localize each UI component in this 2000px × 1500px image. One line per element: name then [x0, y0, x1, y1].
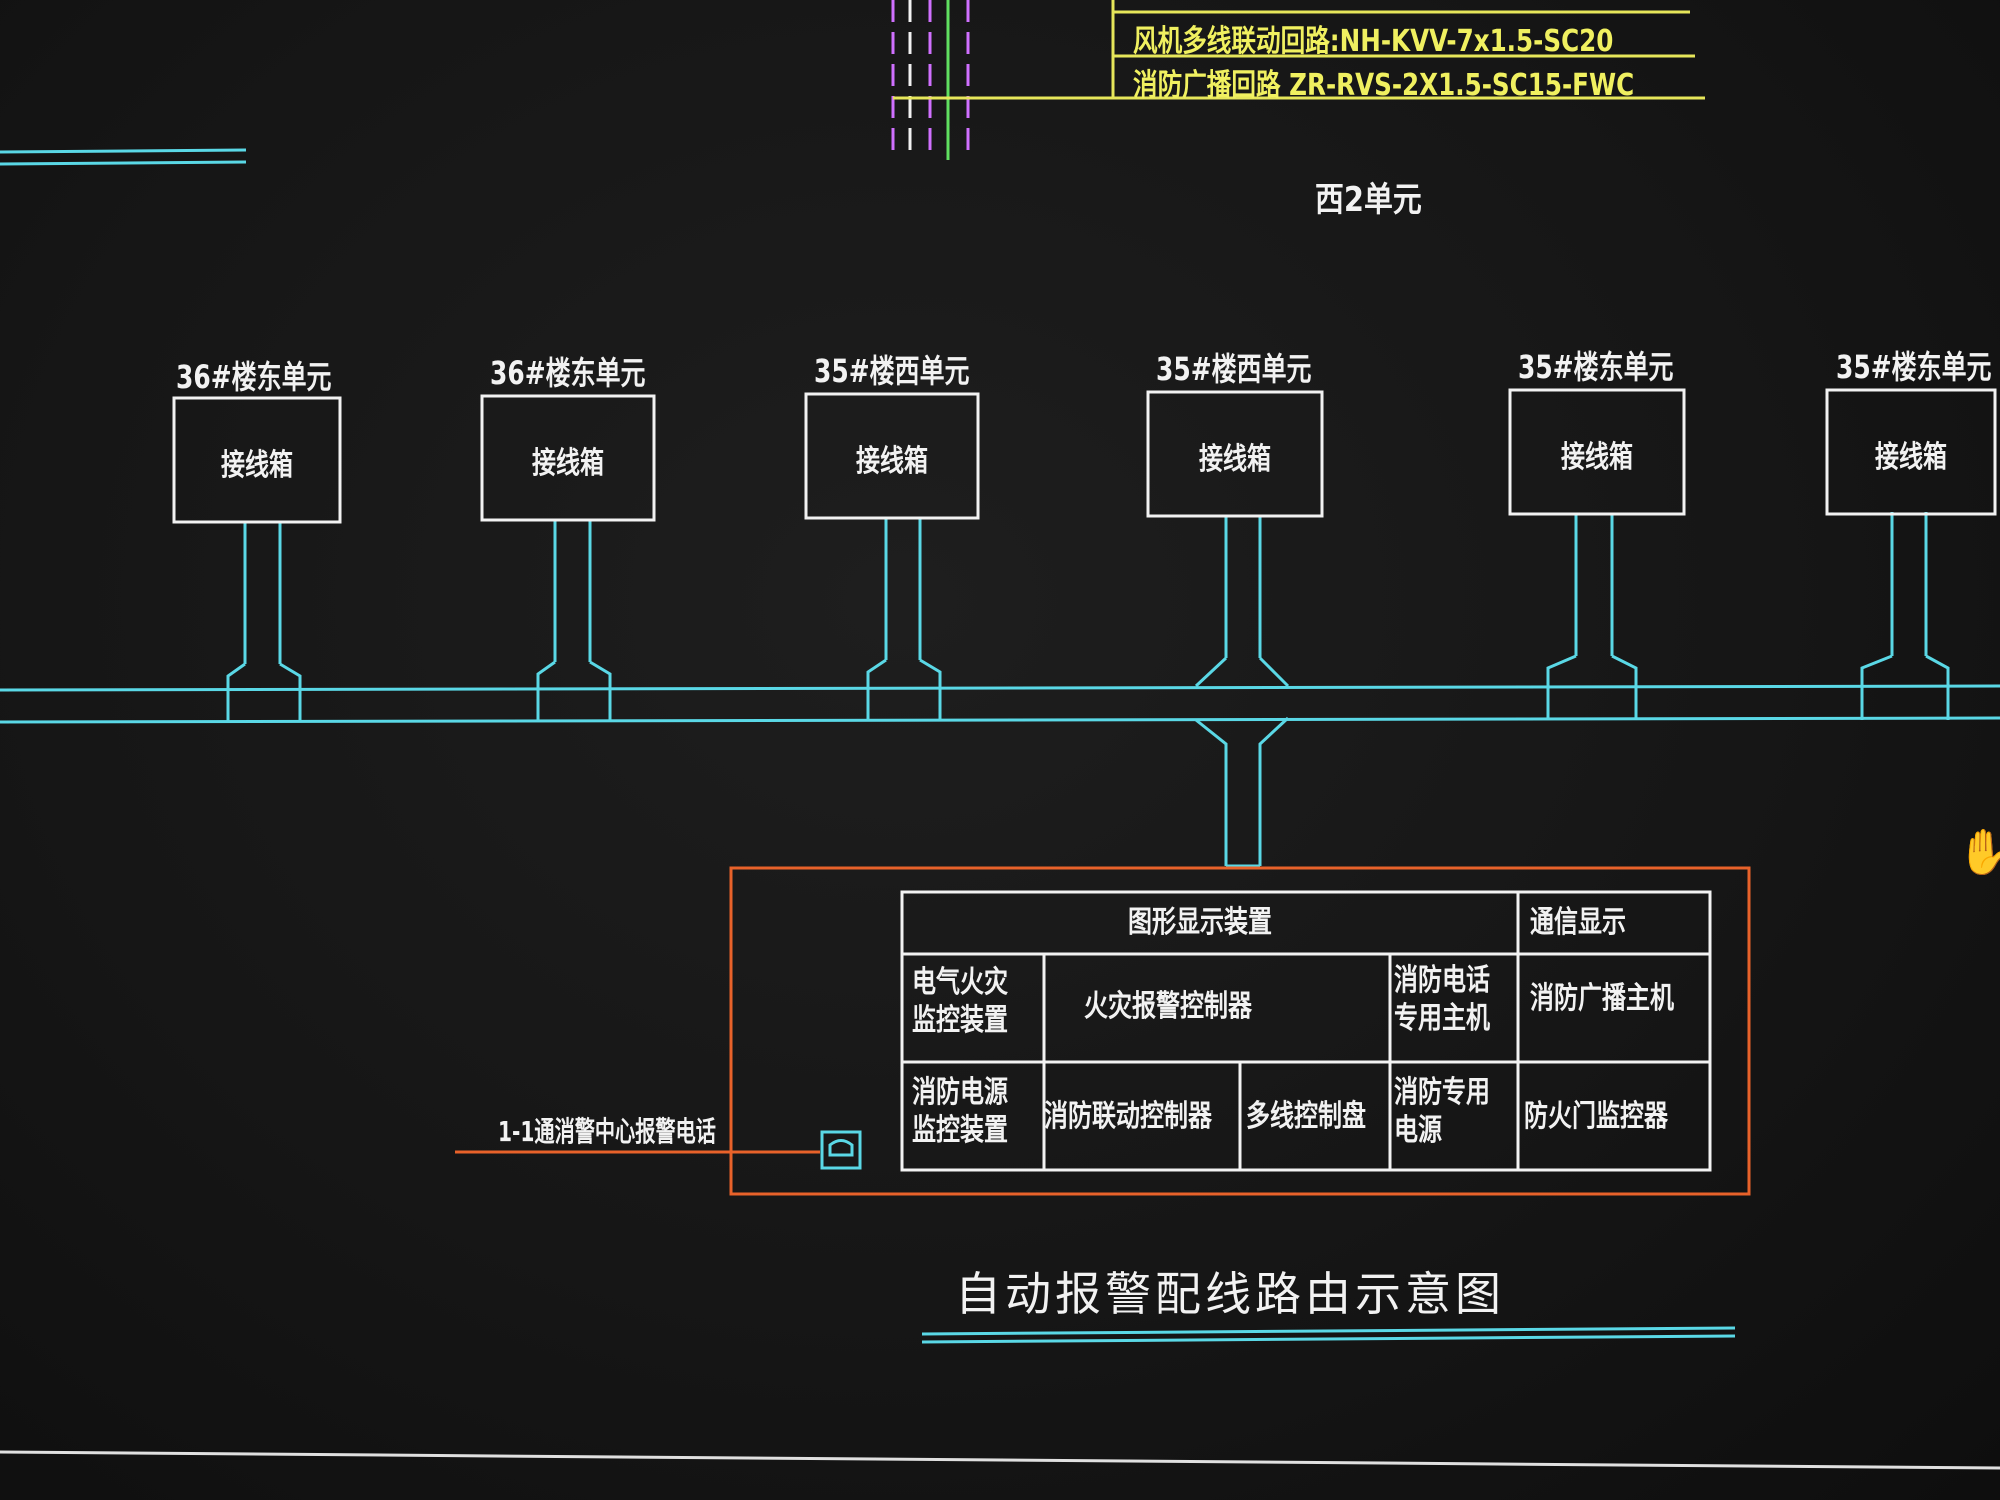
- unit-caption-2: 36#楼东单元: [490, 354, 646, 392]
- legend-table: [893, 0, 1705, 100]
- unit-caption-5: 35#楼东单元: [1518, 348, 1674, 386]
- junction-box-1: [172, 396, 342, 524]
- junction-box-label-3: 接线箱: [856, 444, 928, 479]
- control-cabinet-frame: [729, 866, 1751, 1196]
- unit-caption-6: 35#楼东单元: [1836, 348, 1992, 386]
- cell-comm-display: 通信显示: [1530, 905, 1626, 940]
- junction-box-label-5: 接线箱: [1561, 440, 1633, 475]
- cell-fire-phone-host: 消防电话 专用主机: [1394, 963, 1490, 1036]
- top-left-bus: [0, 148, 247, 166]
- legend-broadcast-circuit: 消防广播回路 ZR-RVS-2X1.5-SC15-FWC: [1133, 68, 1635, 103]
- junction-box-3: [804, 392, 980, 520]
- junction-box-4: [1146, 390, 1324, 518]
- unit-caption-4: 35#楼西单元: [1156, 350, 1312, 388]
- equipment-table-grid: [900, 890, 1712, 1172]
- cabinet-drop: [1195, 716, 1290, 868]
- phone-line-label: 1-1通消警中心报警电话: [498, 1115, 716, 1148]
- legend-fan-circuit: 风机多线联动回路:NH-KVV-7x1.5-SC20: [1133, 24, 1614, 59]
- junction-box-2: [480, 394, 656, 522]
- cell-graphic-display: 图形显示装置: [1128, 905, 1272, 940]
- junction-box-label-4: 接线箱: [1199, 442, 1271, 477]
- junction-box-label-6: 接线箱: [1875, 440, 1947, 475]
- cell-dedicated-power: 消防专用 电源: [1394, 1075, 1490, 1148]
- main-bus: [0, 684, 2000, 724]
- junction-box-5: [1508, 388, 1686, 516]
- cell-electrical-fire-monitor: 电气火灾 监控装置: [912, 965, 1008, 1038]
- junction-box-label-1: 接线箱: [221, 448, 293, 483]
- cell-linkage-controller: 消防联动控制器: [1044, 1099, 1212, 1134]
- phone-icon: [820, 1130, 862, 1170]
- zone-label: 西2单元: [1315, 180, 1422, 220]
- pan-hand-icon: ✋: [1957, 827, 2000, 878]
- diagram-title: 自动报警配线路由示意图: [955, 1267, 1505, 1321]
- cell-fire-door-monitor: 防火门监控器: [1524, 1099, 1668, 1134]
- title-underline: [921, 1326, 1736, 1344]
- cell-power-monitor: 消防电源 监控装置: [912, 1075, 1008, 1148]
- riser-lines: [891, 0, 970, 160]
- junction-box-label-2: 接线箱: [532, 446, 604, 481]
- bottom-border-line: [0, 1450, 2000, 1470]
- cell-broadcast-host: 消防广播主机: [1530, 981, 1674, 1016]
- junction-box-6: [1825, 388, 1997, 516]
- unit-drops: [226, 512, 1950, 722]
- unit-caption-1: 36#楼东单元: [176, 358, 332, 396]
- cell-multiline-panel: 多线控制盘: [1246, 1099, 1366, 1134]
- cell-fire-alarm-controller: 火灾报警控制器: [1084, 989, 1252, 1024]
- unit-caption-3: 35#楼西单元: [814, 352, 970, 390]
- junction-boxes: [172, 388, 1997, 524]
